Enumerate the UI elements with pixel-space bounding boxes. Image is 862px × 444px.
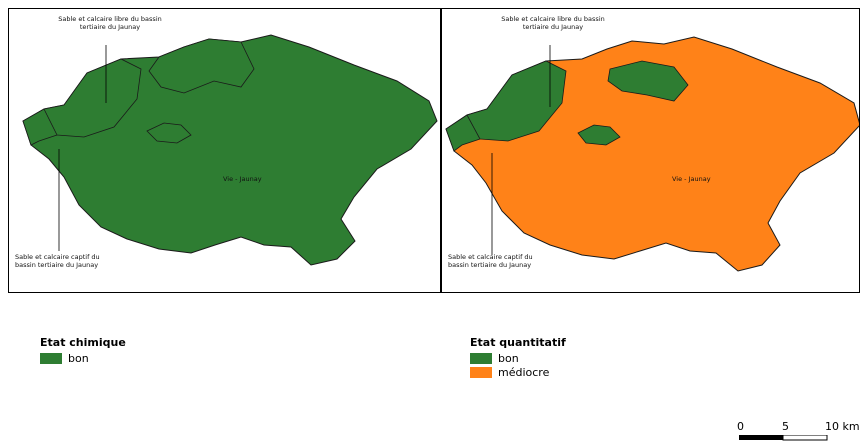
label-vie-jaunay: Vie - Jaunay [672,175,711,183]
region-sable-patch [577,124,621,146]
legend-etat-chimique: Etat chimique bon [40,336,126,365]
label-sable-libre: Sable et calcaire libre du bassin tertia… [58,15,162,31]
legend-item-bon: bon [470,351,566,365]
label-sable-libre: Sable et calcaire libre du bassin tertia… [501,15,605,31]
scale-tick-5: 5 [782,420,789,433]
map-etat-quantitatif: Sable et calcaire libre du bassin tertia… [441,8,860,293]
map-canvas-left [22,34,438,266]
region-sable-libre-lobe [148,38,255,94]
legend-item-bon: bon [40,351,126,365]
legend-item-mediocre: médiocre [470,365,566,379]
scale-tick-10: 10 km [825,420,860,433]
legend-label: bon [68,351,89,365]
legend-label: bon [498,351,519,365]
legend-etat-quantitatif: Etat quantitatif bon médiocre [470,336,566,379]
scale-tick-0: 0 [737,420,744,433]
label-sable-captif: Sable et calcaire captif du bassin terti… [15,253,100,269]
legend-swatch [470,352,492,364]
region-sable-patch [146,122,192,144]
scale-bar: 0 5 10 km [737,420,861,441]
label-vie-jaunay: Vie - Jaunay [223,175,262,183]
region-sable-captif [22,108,58,146]
map-canvas-right [445,36,859,272]
scale-bar-graphic [739,435,828,441]
legend-swatch [470,366,492,378]
legend-title: Etat quantitatif [470,336,566,349]
legend-title: Etat chimique [40,336,126,349]
region-sable-libre-lobe [607,60,689,102]
region-sable-captif [445,114,481,152]
legend-label: médiocre [498,365,550,379]
map-etat-chimique: Sable et calcaire libre du bassin tertia… [8,8,441,293]
label-sable-captif: Sable et calcaire captif du bassin terti… [448,253,533,269]
legend-swatch [40,352,62,364]
